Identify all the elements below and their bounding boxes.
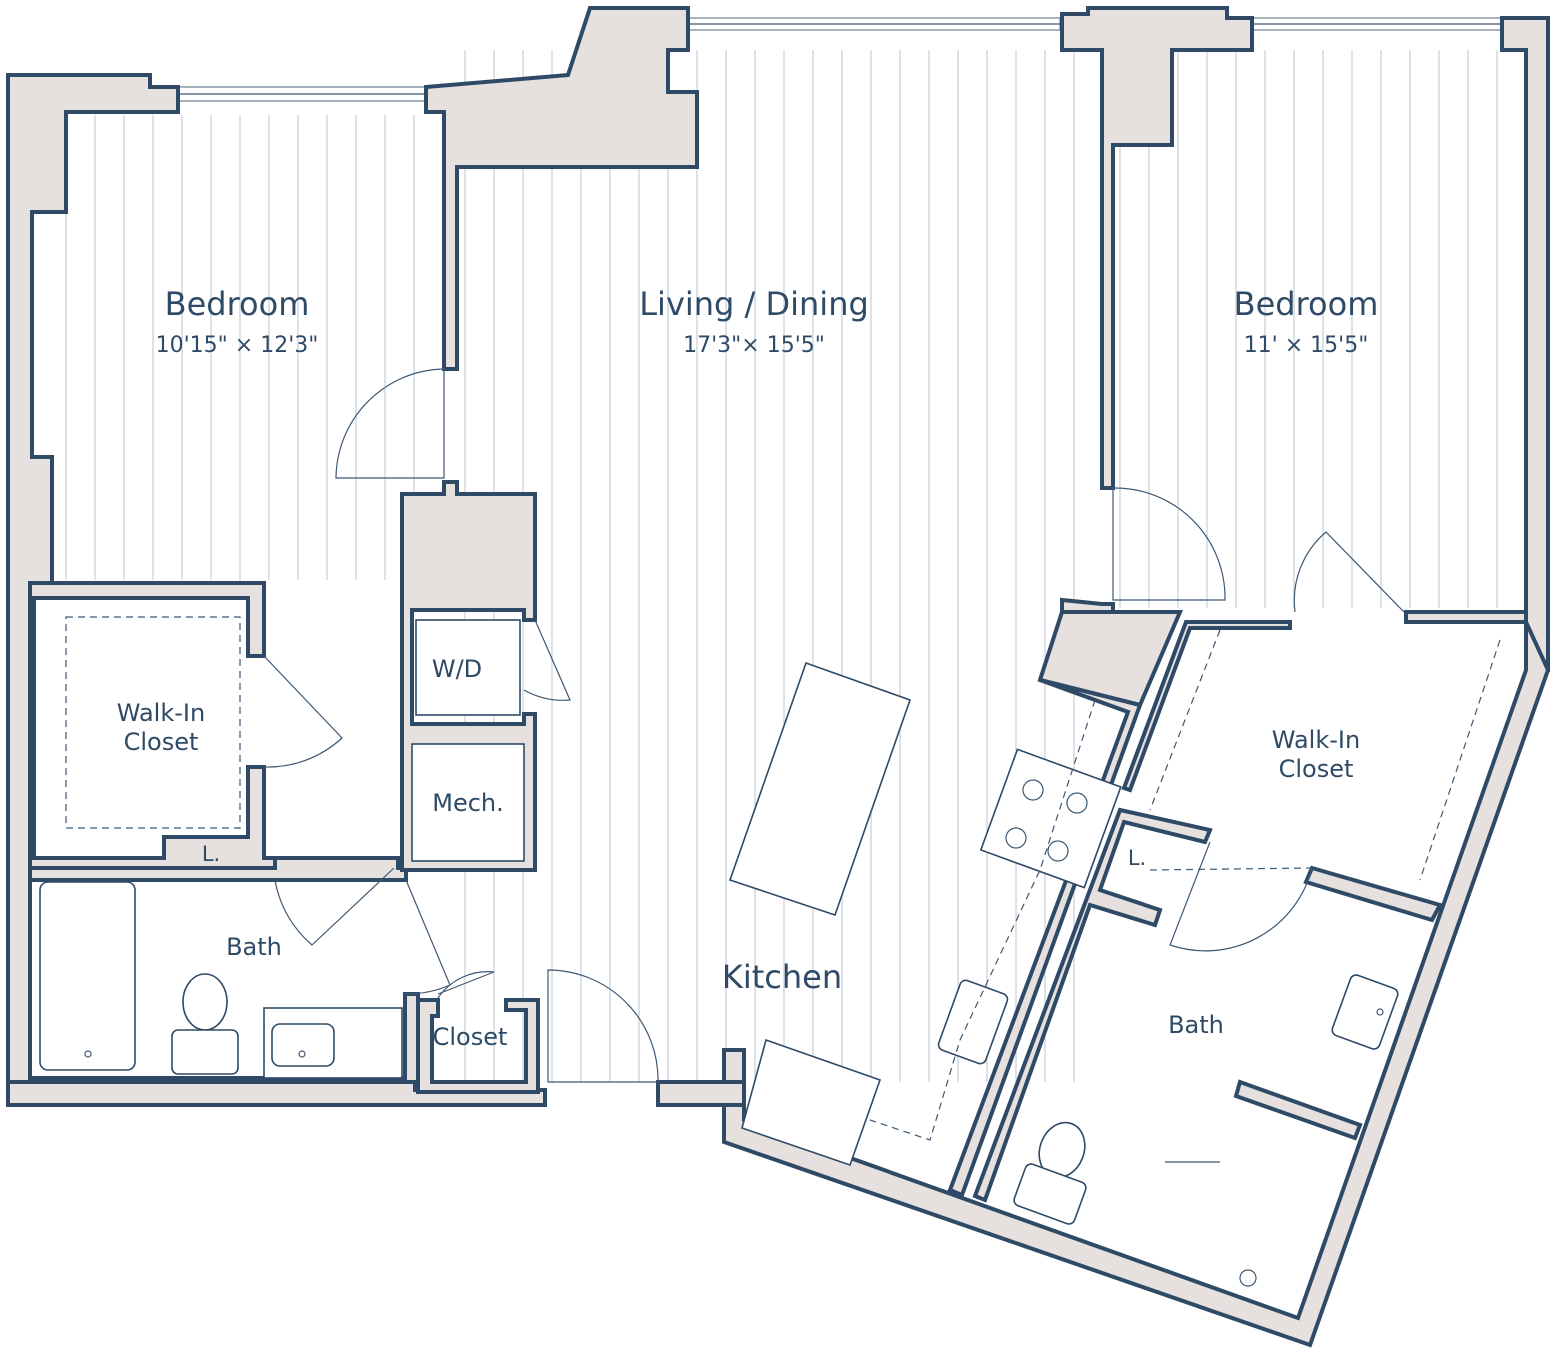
wd-label: W/D (432, 655, 482, 683)
door-walkin-left (263, 655, 343, 768)
bedroom-left-dims: 10'15" × 12'3" (156, 333, 319, 358)
bath-left-label: Bath (226, 933, 282, 961)
walls (6, 6, 1551, 1348)
linen-right-label: L. (1128, 846, 1146, 870)
door-bath-left (274, 867, 395, 946)
floor-planks (65, 50, 1498, 1082)
door-bath-right (1169, 841, 1313, 952)
walk-in-right-line1: Walk-In (1272, 726, 1360, 754)
door-walkin-right (1293, 531, 1405, 613)
door-entry (547, 969, 659, 1083)
windows (177, 17, 1503, 102)
door-bedroom-left (335, 368, 445, 479)
bath-right-label: Bath (1168, 1011, 1224, 1039)
fridge (741, 1038, 882, 1167)
door-bedroom-right (1112, 487, 1226, 601)
door-wd (523, 619, 571, 701)
closet-label: Closet (433, 1023, 508, 1051)
kitchen-fixtures (728, 661, 1122, 1167)
walk-in-left-line2: Closet (124, 728, 199, 756)
bedroom-left-name: Bedroom (165, 285, 310, 323)
door-closet (437, 971, 495, 999)
linen-left-label: L. (202, 842, 220, 866)
door-linen (405, 879, 451, 995)
doors (65, 368, 1501, 1083)
bedroom-right-name: Bedroom (1234, 285, 1379, 323)
bedroom-right-dims: 11' × 15'5" (1244, 333, 1369, 358)
bath-fixtures (39, 881, 1399, 1287)
living-dining-dims: 17'3"× 15'5" (683, 333, 825, 358)
mech-label: Mech. (432, 789, 504, 817)
vanity-right (1331, 974, 1399, 1050)
kitchen-island (728, 661, 912, 917)
walk-in-left-line1: Walk-In (117, 699, 205, 727)
kitchen-label: Kitchen (722, 958, 842, 996)
living-dining-name: Living / Dining (639, 285, 869, 323)
shower-head (1239, 1269, 1257, 1287)
kitchen-sink (937, 979, 1009, 1065)
walk-in-right-line2: Closet (1279, 755, 1354, 783)
toilet-left (182, 973, 228, 1031)
bathtub (39, 881, 136, 1071)
cooktop (979, 748, 1122, 889)
room-labels: Bedroom 10'15" × 12'3" Living / Dining 1… (117, 285, 1379, 1051)
